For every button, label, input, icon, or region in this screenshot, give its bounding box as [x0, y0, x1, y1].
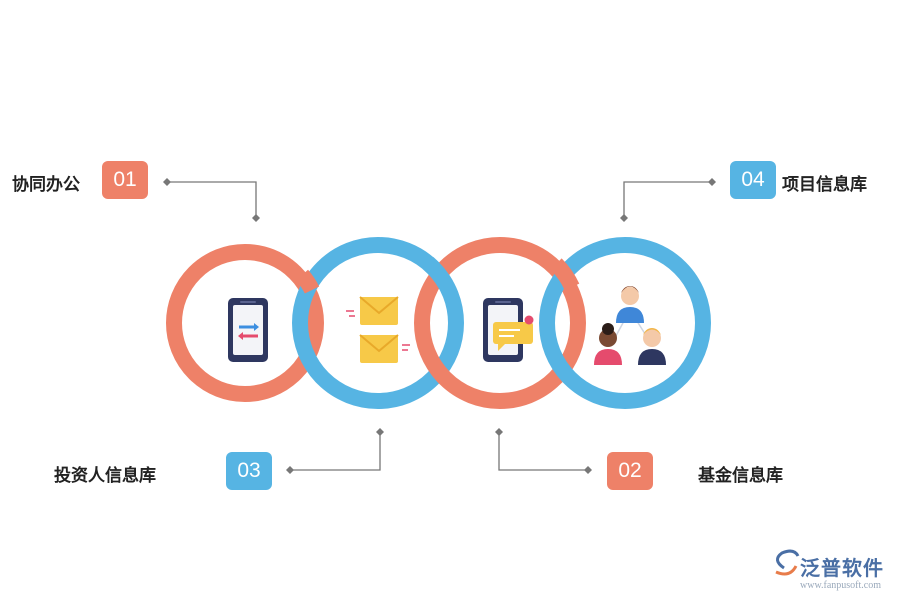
people-icon [594, 286, 666, 365]
ring-1 [166, 244, 324, 402]
connector-04 [623, 181, 712, 218]
phone-transfer-icon [228, 298, 268, 362]
brand-url: www.fanpusoft.com [800, 580, 882, 591]
ring-2 [292, 237, 464, 409]
brand-name: 泛普软件 [800, 556, 884, 580]
item-label-04: 项目信息库 [782, 175, 867, 195]
brand-logo: 泛普软件 [800, 552, 884, 581]
ring-4 [539, 237, 711, 409]
badge-02: 02 [607, 452, 653, 490]
connector-02 [498, 432, 588, 471]
item-label-02: 基金信息库 [698, 466, 783, 486]
badge-01: 01 [102, 161, 148, 199]
logo-mark-icon [775, 549, 800, 576]
envelopes-icon [346, 296, 410, 363]
item-label-01: 协同办公 [12, 175, 80, 195]
phone-message-icon [483, 298, 534, 362]
badge-03: 03 [226, 452, 272, 490]
ring-3 [414, 237, 586, 409]
item-label-03: 投资人信息库 [54, 466, 156, 486]
connector-01 [167, 181, 257, 218]
connector-03 [290, 432, 381, 471]
badge-04: 04 [730, 161, 776, 199]
